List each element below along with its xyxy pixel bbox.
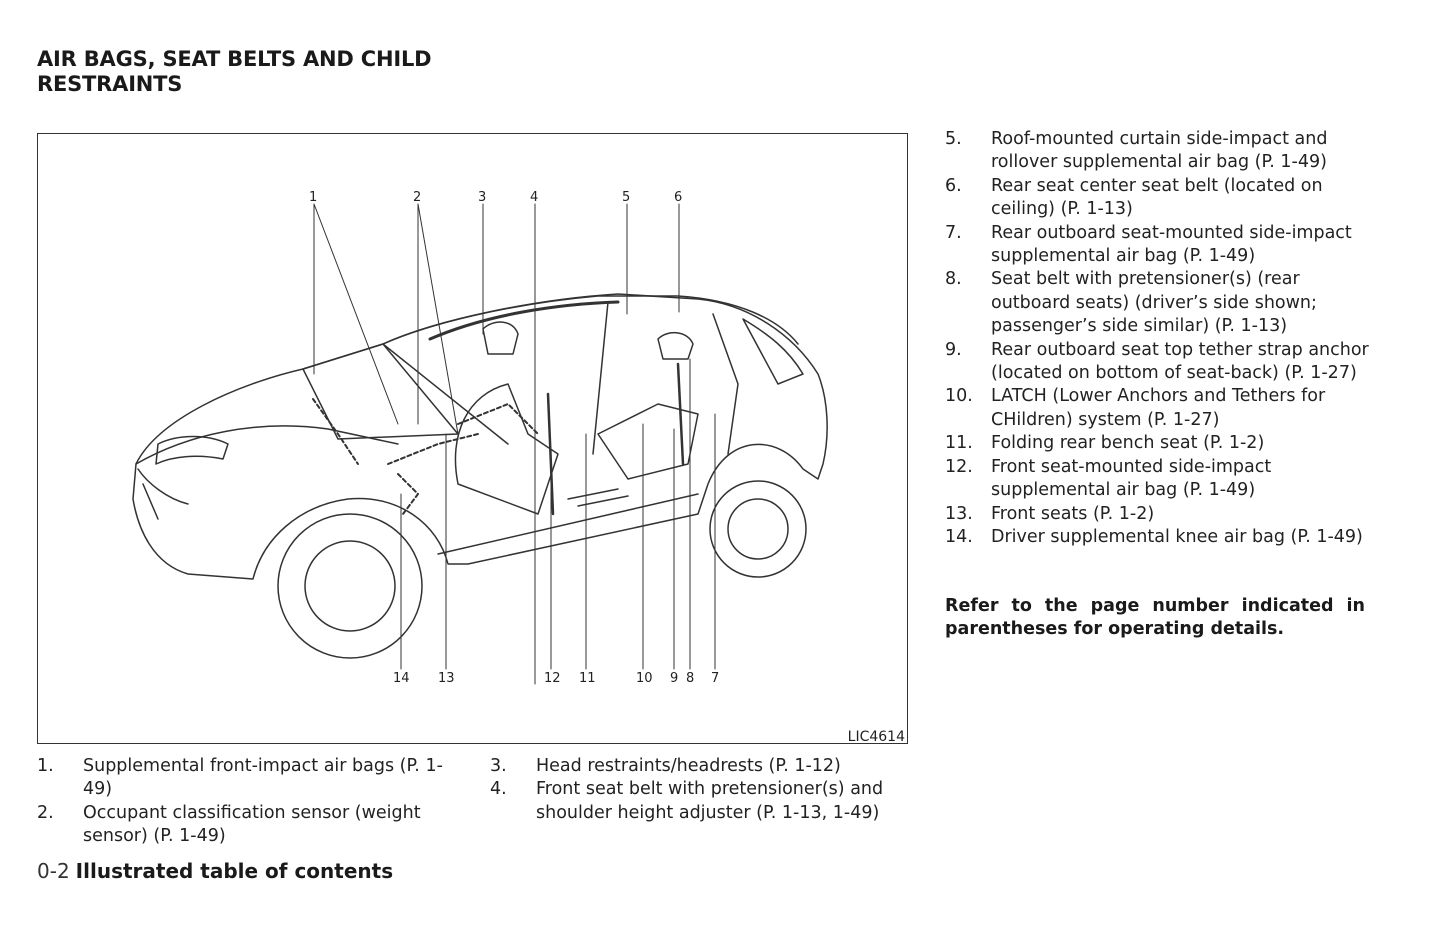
callout-7: 7	[711, 671, 719, 686]
airbag-dashed-1	[312, 398, 479, 465]
legend-text: Driver supplemental knee air bag (P. 1-4…	[991, 526, 1363, 547]
page-number: 0-2	[37, 859, 70, 883]
legend-item-2: 2. Occupant classification sensor (weight…	[37, 802, 457, 849]
callout-10: 10	[636, 671, 653, 686]
callout-11: 11	[579, 671, 596, 686]
vehicle-illustration: 1 2 3 4 5 6 14 13 12 11 10 9 8 7 LIC4614	[37, 133, 908, 744]
legend-text: Front seat-mounted side-impact supplemen…	[991, 456, 1272, 501]
legend-list-left: 1. Supplemental front-impact air bags (P.…	[37, 755, 457, 849]
page-title-line2: RESTRAINTS	[37, 72, 183, 96]
callout-13: 13	[438, 671, 455, 686]
legend-item-6: 6. Rear seat center seat belt (located on…	[945, 175, 1375, 222]
callout-6: 6	[674, 190, 682, 205]
legend-list-right: 5. Roof-mounted curtain side-impact and r…	[945, 128, 1375, 549]
car-roof-rail	[428, 300, 620, 341]
legend-item-1: 1. Supplemental front-impact air bags (P.…	[37, 755, 457, 802]
callout-1: 1	[309, 190, 317, 205]
legend-num: 5.	[945, 129, 962, 149]
car-roof-line	[382, 295, 799, 345]
legend-num: 11.	[945, 433, 973, 454]
rear-headrest	[657, 332, 694, 360]
callout-14: 14	[393, 671, 410, 686]
callout-4: 4	[530, 190, 538, 205]
front-wheel-hub	[304, 540, 396, 632]
legend-text: Rear seat center seat belt (located on c…	[991, 175, 1323, 220]
page-title-line1: AIR BAGS, SEAT BELTS AND CHILD	[37, 47, 432, 71]
rocker-detail	[567, 488, 629, 507]
legend-num: 2.	[37, 802, 54, 823]
legend-item-4: 4. Front seat belt with pretensioner(s) a…	[490, 778, 910, 825]
front-seat	[454, 383, 559, 515]
car-body-outline	[132, 293, 828, 580]
car-headlight	[155, 435, 229, 465]
callouts-top: 1 2 3 4 5 6	[309, 190, 682, 205]
legend-num: 10.	[945, 386, 973, 407]
legend-text: LATCH (Lower Anchors and Tethers for CHi…	[991, 386, 1326, 430]
legend-item-13: 13. Front seats (P. 1-2)	[945, 503, 1375, 526]
legend-item-7: 7. Rear outboard seat-mounted side-impact…	[945, 222, 1375, 269]
car-rear-window	[742, 318, 804, 385]
legend-item-14: 14. Driver supplemental knee air bag (P. …	[945, 526, 1375, 549]
legend-num: 8.	[945, 269, 962, 290]
car-drawing: 1 2 3 4 5 6 14 13 12 11 10 9 8 7	[132, 190, 828, 686]
seatbelt-strap	[546, 362, 685, 516]
section-title: Illustrated table of contents	[75, 859, 394, 883]
rear-wheel	[709, 480, 807, 578]
callout-8: 8	[686, 671, 694, 686]
car-b-pillar	[592, 301, 609, 455]
car-c-pillar	[712, 313, 739, 455]
legend-text: Head restraints/headrests (P. 1-12)	[536, 756, 841, 776]
legend-num: 14.	[945, 526, 973, 547]
legend-num: 4.	[490, 779, 507, 800]
legend-text: Front seats (P. 1-2)	[991, 503, 1155, 524]
page-title: AIR BAGS, SEAT BELTS AND CHILD RESTRAINT…	[37, 47, 432, 97]
legend-num: 3.	[490, 756, 507, 776]
leader-lines	[313, 203, 716, 685]
legend-text: Rear outboard seat top tether strap anch…	[991, 339, 1369, 384]
callouts-bottom: 14 13 12 11 10 9 8 7	[393, 671, 719, 686]
legend-num: 9.	[945, 339, 962, 360]
legend-text: Occupant classification sensor (weight s…	[83, 802, 421, 847]
legend-text: Front seat belt with pretensioner(s) and…	[536, 779, 884, 823]
legend-item-12: 12. Front seat-mounted side-impact supple…	[945, 456, 1375, 503]
legend-text: Rear outboard seat-mounted side-impact s…	[991, 222, 1352, 267]
legend-num: 1.	[37, 756, 54, 776]
rear-seat	[597, 403, 699, 480]
legend-item-3: 3. Head restraints/headrests (P. 1-12)	[490, 755, 910, 778]
legend-num: 12.	[945, 456, 973, 477]
legend-text: Seat belt with pretensioner(s) (rear out…	[991, 269, 1317, 337]
legend-list-middle: 3. Head restraints/headrests (P. 1-12) 4.…	[490, 755, 910, 825]
legend-item-8: 8. Seat belt with pretensioner(s) (rear o…	[945, 268, 1375, 338]
legend-num: 6.	[945, 175, 962, 196]
door-sill	[437, 493, 699, 555]
legend-item-10: 10. LATCH (Lower Anchors and Tethers for …	[945, 385, 1375, 432]
callout-2: 2	[413, 190, 421, 205]
legend-text: Supplemental front-impact air bags (P. 1…	[83, 756, 443, 800]
car-windshield	[302, 343, 459, 440]
callout-3: 3	[478, 190, 486, 205]
callout-5: 5	[622, 190, 630, 205]
car-grille	[137, 468, 189, 520]
legend-item-11: 11. Folding rear bench seat (P. 1-2)	[945, 432, 1375, 455]
airbag-dashed-2	[397, 403, 539, 515]
callout-9: 9	[670, 671, 678, 686]
legend-num: 13.	[945, 503, 973, 524]
car-a-pillar	[382, 343, 509, 445]
legend-item-5: 5. Roof-mounted curtain side-impact and r…	[945, 128, 1375, 175]
front-wheel	[277, 513, 423, 659]
rear-wheel-hub	[727, 498, 789, 560]
legend-item-9: 9. Rear outboard seat top tether strap an…	[945, 339, 1375, 386]
operating-details-note: Refer to the page number indicated in pa…	[945, 596, 1365, 640]
legend-text: Folding rear bench seat (P. 1-2)	[991, 433, 1265, 454]
legend-text: Roof-mounted curtain side-impact and rol…	[991, 129, 1328, 173]
front-headrest	[482, 321, 519, 355]
figure-code: LIC4614	[847, 729, 905, 744]
callout-12: 12	[544, 671, 561, 686]
legend-num: 7.	[945, 222, 962, 243]
